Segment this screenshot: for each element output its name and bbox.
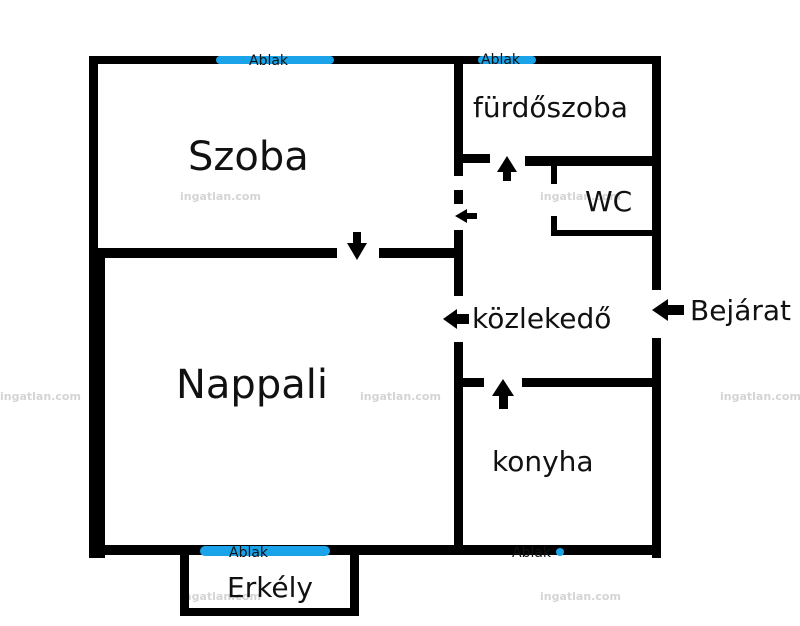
windows: [200, 56, 564, 556]
room-label-wc: WC: [585, 185, 632, 218]
watermark-text: ingatlan.com: [180, 190, 261, 203]
wall-kitchen-top-right: [522, 378, 657, 387]
window-bottom-right: [556, 548, 564, 556]
wall-bathroom-bottom-right: [525, 156, 657, 166]
door-arrows: [347, 156, 684, 409]
window-label-top-right: Ablak: [481, 52, 521, 68]
outer-wall-bottom: [89, 545, 661, 555]
window-labels: Ablak Ablak Ablak Ablak: [229, 52, 552, 561]
wall-wc-left-upper: [551, 162, 557, 184]
watermark-text: ingatlan.com: [540, 590, 621, 603]
arrow-left-icon: [652, 299, 684, 321]
wall-kitchen-top-left: [454, 378, 484, 387]
outer-wall-left-upper: [89, 56, 98, 256]
wall-szoba-nappali-left: [89, 248, 337, 258]
outer-wall-right-upper: [652, 56, 661, 290]
window-label-bottom-right: Ablak: [512, 545, 552, 561]
watermark-text: ingatlan.com: [0, 390, 81, 403]
room-label-kozlekedo: közlekedő: [472, 302, 611, 335]
watermark-text: ingatlan.com: [540, 190, 621, 203]
room-label-nappali: Nappali: [176, 362, 328, 408]
room-label-furdoszoba: fürdőszoba: [473, 91, 628, 124]
wall-corridor-left-3: [454, 230, 463, 296]
arrow-left-icon: [443, 309, 469, 329]
wall-corridor-left-2: [454, 190, 463, 204]
window-top-left: [216, 56, 334, 64]
window-top-right: [478, 56, 536, 64]
balcony-wall-left: [180, 550, 189, 616]
room-labels: Szoba Nappali fürdőszoba WC közlekedő ko…: [176, 91, 791, 604]
watermark-text: ingatlan.com: [360, 390, 441, 403]
balcony-wall-bottom: [180, 608, 359, 616]
wall-bathroom-bottom-left: [454, 154, 490, 163]
entrance-label: Bejárat: [690, 294, 791, 327]
balcony-wall-right: [350, 550, 359, 616]
wall-corridor-left-1: [454, 60, 463, 176]
outer-wall-left-lower: [89, 252, 105, 558]
wall-wc-left-lower: [551, 216, 557, 236]
outer-wall-top: [89, 56, 661, 64]
walls: [89, 56, 661, 616]
window-label-bottom-left: Ablak: [229, 545, 269, 561]
arrow-up-icon: [497, 156, 517, 181]
wall-corridor-left-4: [454, 342, 463, 554]
watermarks: ingatlan.com ingatlan.com ingatlan.com i…: [0, 190, 800, 603]
room-label-erkely: Erkély: [227, 571, 313, 604]
room-label-konyha: konyha: [492, 445, 594, 478]
window-label-top-left: Ablak: [249, 53, 289, 69]
arrow-up-icon: [492, 379, 514, 409]
wall-wc-bottom: [551, 230, 657, 236]
watermark-text: ingatlan.com: [180, 590, 261, 603]
arrow-left-icon: [455, 209, 477, 223]
room-label-szoba: Szoba: [188, 134, 309, 180]
outer-wall-right-lower: [652, 338, 661, 558]
window-bottom-left: [200, 546, 330, 556]
arrow-down-icon: [347, 232, 367, 260]
wall-szoba-nappali-right: [379, 248, 459, 258]
watermark-text: ingatlan.com: [720, 390, 800, 403]
